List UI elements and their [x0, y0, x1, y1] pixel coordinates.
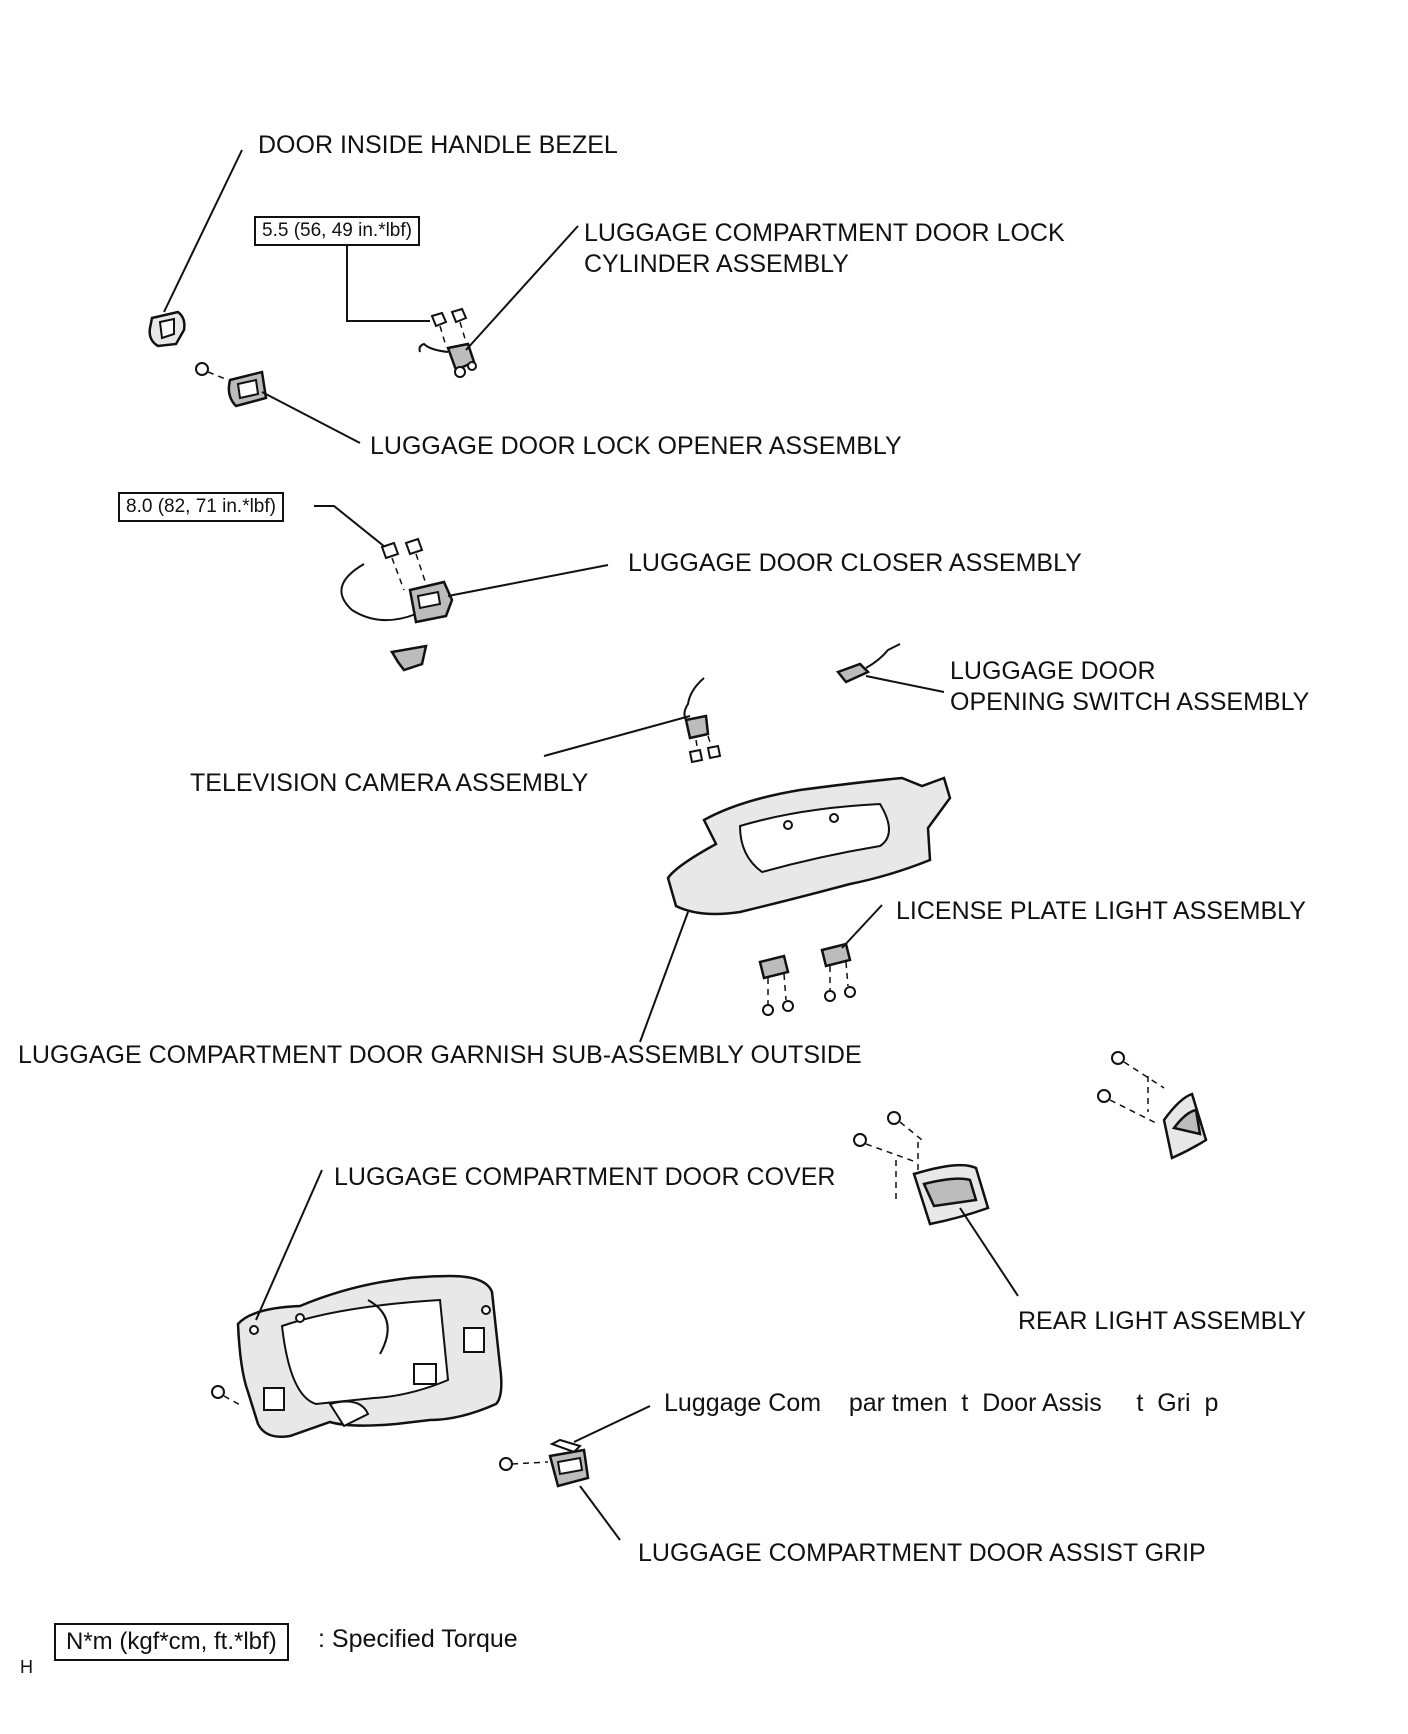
leader-torque-lock-cylinder — [346, 245, 430, 322]
label-door-closer: LUGGAGE DOOR CLOSER ASSEMBLY — [628, 549, 1082, 577]
door-closer-bolts — [380, 537, 427, 591]
leader-television-camera — [543, 715, 691, 757]
label-license-plate-light: LICENSE PLATE LIGHT ASSEMBLY — [896, 897, 1306, 925]
label-garnish-outside: LUGGAGE COMPARTMENT DOOR GARNISH SUB-ASS… — [18, 1041, 862, 1069]
leader-assist-grip-upper — [573, 1405, 651, 1443]
leader-lock-cylinder — [465, 225, 579, 351]
leader-lock-opener — [261, 391, 361, 444]
label-lock-cylinder-line2: CYLINDER ASSEMBLY — [584, 250, 849, 278]
label-door-cover: LUGGAGE COMPARTMENT DOOR COVER — [334, 1163, 836, 1191]
leader-door-cover — [255, 1169, 323, 1321]
torque-box-lock-cylinder: 5.5 (56, 49 in.*lbf) — [254, 216, 420, 246]
leader-torque-door-closer — [314, 505, 386, 548]
license-plate-light-left — [758, 954, 794, 1016]
legend-description: : Specified Torque — [318, 1625, 518, 1653]
leader-door-inside-handle-bezel — [163, 149, 243, 313]
lock-cylinder-bolts — [430, 307, 468, 347]
torque-box-door-closer: 8.0 (82, 71 in.*lbf) — [118, 492, 284, 522]
leader-garnish-outside — [639, 911, 689, 1043]
corner-code: H — [20, 1657, 33, 1677]
label-assist-grip: LUGGAGE COMPARTMENT DOOR ASSIST GRIP — [638, 1539, 1206, 1567]
door-inside-handle-bezel-part — [148, 310, 186, 348]
door-cover-part — [236, 1274, 503, 1438]
label-television-camera: TELEVISION CAMERA ASSEMBLY — [190, 769, 589, 797]
lock-opener-bolt — [195, 362, 229, 381]
label-opening-switch-line1: LUGGAGE DOOR — [950, 657, 1156, 685]
door-closer-bracket — [389, 644, 428, 672]
label-rear-light: REAR LIGHT ASSEMBLY — [1018, 1307, 1307, 1335]
lock-opener-part — [227, 370, 268, 408]
garnish-outside-part — [666, 776, 952, 916]
rear-light-lower — [853, 1111, 990, 1226]
leader-door-closer — [447, 564, 609, 597]
leader-license-plate-light — [841, 904, 883, 949]
rear-light-upper — [1097, 1051, 1208, 1160]
television-camera-part — [683, 677, 722, 764]
legend-torque-box: N*m (kgf*cm, ft.*lbf) — [54, 1623, 289, 1661]
door-cover-clip — [211, 1385, 243, 1407]
label-opening-switch-line2: OPENING SWITCH ASSEMBLY — [950, 688, 1310, 716]
license-plate-light-right — [820, 942, 856, 1002]
leader-assist-grip-lower — [579, 1485, 621, 1541]
door-closer-part — [340, 563, 454, 624]
assist-grip-part — [499, 1438, 590, 1488]
label-lock-cylinder-line1: LUGGAGE COMPARTMENT DOOR LOCK — [584, 219, 1065, 247]
opening-switch-part — [835, 643, 901, 684]
label-lock-opener: LUGGAGE DOOR LOCK OPENER ASSEMBLY — [370, 432, 902, 460]
leader-opening-switch — [865, 675, 945, 693]
leader-rear-light — [959, 1207, 1019, 1297]
label-door-inside-handle-bezel: DOOR INSIDE HANDLE BEZEL — [258, 131, 618, 159]
label-assist-grip-mixed: Luggage Com par tmen t Door Assis t Gri … — [664, 1389, 1219, 1417]
lock-cylinder-part — [418, 342, 477, 378]
